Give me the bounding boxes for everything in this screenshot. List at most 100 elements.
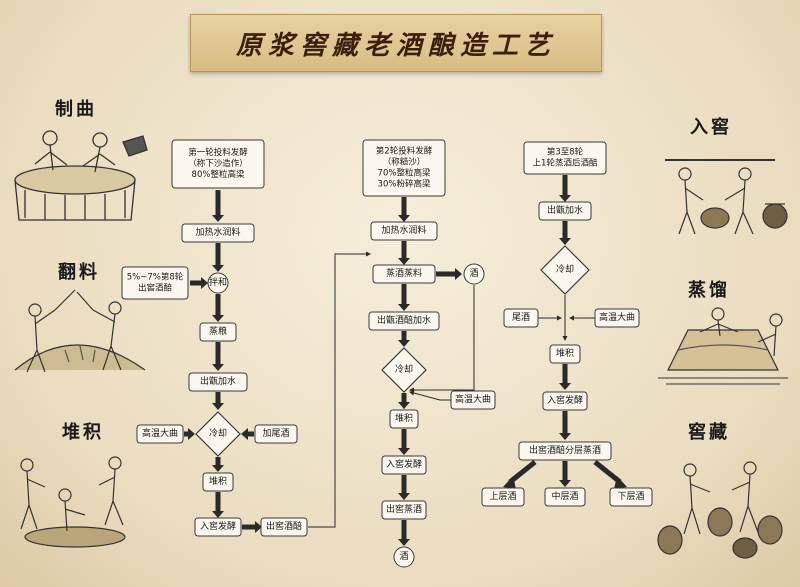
c1-cool-label: 冷却 xyxy=(209,427,227,439)
c3-cool: 冷却 xyxy=(540,245,590,295)
c2-dist-label: 出窖蒸酒 xyxy=(386,503,422,515)
illustration-zhengliu-workers xyxy=(658,307,788,385)
c3-bot: 下层酒 xyxy=(609,487,653,507)
label-jiaocang: 窖藏 xyxy=(688,422,730,443)
c1-arrow-side-head xyxy=(201,277,208,289)
c1-pile: 堆积 xyxy=(202,472,234,492)
c2-ferm-label: 入窖发酵 xyxy=(386,458,422,470)
illustration-jiaocang-workers xyxy=(657,461,783,559)
c1-arrow-5-head xyxy=(212,403,224,410)
c2-arrow-1-head xyxy=(398,215,410,222)
c3-pile-label: 堆积 xyxy=(556,347,574,359)
c1-side-shape xyxy=(121,266,189,300)
c2-arrow-8-head xyxy=(398,539,410,546)
c1-arrow-4-head xyxy=(212,364,224,371)
c3-ferm: 入窖发酵 xyxy=(542,391,588,411)
illustration-rujiao-workers xyxy=(665,159,788,235)
c1-side-label: 出窖酒醅 xyxy=(138,283,173,294)
c2-jiu2: 酒 xyxy=(393,546,415,568)
c3-arrow-bot-head xyxy=(614,476,627,489)
c1-cold-shape xyxy=(188,372,248,392)
c2-head-shape xyxy=(362,139,446,197)
label-zhiqu: 制曲 xyxy=(55,99,97,120)
c2-cool: 冷却 xyxy=(381,347,427,393)
c3-arrow-5-head xyxy=(559,433,571,440)
c1-link-to-c2 xyxy=(308,251,371,528)
c3-arrow-top xyxy=(508,460,537,484)
c2-arrow-4-head xyxy=(398,340,410,347)
c2-jiu1-shape xyxy=(463,263,485,285)
c2-water-label: 加热水润料 xyxy=(381,224,426,236)
c2-pile: 堆积 xyxy=(389,409,419,429)
c2-head-label: （称糙沙） xyxy=(383,157,426,168)
c3-arrow-2-head xyxy=(559,238,571,245)
c1-daqu-shape xyxy=(136,424,184,444)
page-title: 原浆窖藏老酒酿造工艺 xyxy=(235,30,556,61)
c1-arrow-1-head xyxy=(212,215,224,222)
c2-steam-shape xyxy=(372,264,436,284)
c3-layer-shape xyxy=(518,441,612,461)
illustration-duiji-workers xyxy=(20,456,126,548)
c1-water: 加热水润料 xyxy=(181,223,255,243)
c1-weijiu-label: 加尾酒 xyxy=(262,428,289,439)
c1-mix-shape xyxy=(207,272,229,294)
c1-water-shape xyxy=(181,223,255,243)
title-banner: 原浆窖藏老酒酿造工艺 xyxy=(190,14,602,72)
c3-top-shape xyxy=(481,487,525,507)
c1-arrow-6-head xyxy=(212,465,224,472)
c2-ferm-shape xyxy=(381,455,427,475)
c1-arrow-3-head xyxy=(212,315,224,322)
c2-dist-shape xyxy=(381,500,427,520)
c3-arrow-bot xyxy=(593,460,622,484)
c3-top: 上层酒 xyxy=(481,487,525,507)
c3-daqu-label: 高温大曲 xyxy=(599,311,635,323)
c3-cool-label: 冷却 xyxy=(556,263,574,275)
c1-ferm-shape xyxy=(194,517,242,537)
c1-head-shape xyxy=(171,139,265,189)
c1-out: 出窖酒醅 xyxy=(260,517,308,537)
c1-weijiu: 加尾酒 xyxy=(254,424,298,444)
c1-head: 第一轮投料发酵（称下沙造作）80%整粒高梁 xyxy=(171,139,265,189)
c1-head-label: 第一轮投料发酵 xyxy=(188,147,248,158)
illustration-zhiqu-workers xyxy=(14,130,148,221)
c1-side-label: 5%~7%第8轮 xyxy=(127,272,184,283)
c1-steam-shape xyxy=(199,322,237,342)
c1-arrow-7-head xyxy=(212,511,224,518)
c1-mix: 拌和 xyxy=(207,272,229,294)
c1-cool: 冷却 xyxy=(195,411,241,457)
c2-jiu-return xyxy=(409,285,475,393)
c2-jiu1-label: 酒 xyxy=(469,268,478,279)
c3-cold: 出甑加水 xyxy=(538,201,592,221)
c1-daqu-label: 高温大曲 xyxy=(142,427,178,439)
c3-weijiu: 尾酒 xyxy=(503,308,539,328)
c2-head-label: 第2轮投料发酵 xyxy=(376,146,433,157)
c2-arrow-6-head xyxy=(398,448,410,455)
c2-jiu2-label: 酒 xyxy=(399,551,408,562)
c2-ferm: 入窖发酵 xyxy=(381,455,427,475)
c2-pile-shape xyxy=(389,409,419,429)
c3-arrow-4-head xyxy=(559,383,571,390)
c1-mix-label: 拌和 xyxy=(209,276,227,288)
c3-bot-label: 下层酒 xyxy=(617,491,644,502)
c2-head-label: 70%整粒高梁 xyxy=(378,168,431,179)
c1-steam-label: 蒸粮 xyxy=(209,325,227,337)
c2-cold-shape xyxy=(368,311,440,331)
c2-cold-label: 出甑酒醅加水 xyxy=(377,314,431,326)
c1-out-shape xyxy=(260,517,308,537)
c3-pile-shape xyxy=(549,344,581,364)
c2-arrow-3-head xyxy=(398,304,410,311)
c3-mid-shape xyxy=(544,487,586,507)
label-fanliao: 翻料 xyxy=(58,262,100,283)
c1-arrow-weijiu-head xyxy=(241,428,248,440)
c2-jiu1: 酒 xyxy=(463,263,485,285)
c2-water: 加热水润料 xyxy=(370,221,438,241)
c2-daqu-arrow xyxy=(409,390,451,401)
c2-dist: 出窖蒸酒 xyxy=(381,500,427,520)
illustration-fanliao-workers xyxy=(14,289,146,373)
c2-cold: 出甑酒醅加水 xyxy=(368,311,440,331)
